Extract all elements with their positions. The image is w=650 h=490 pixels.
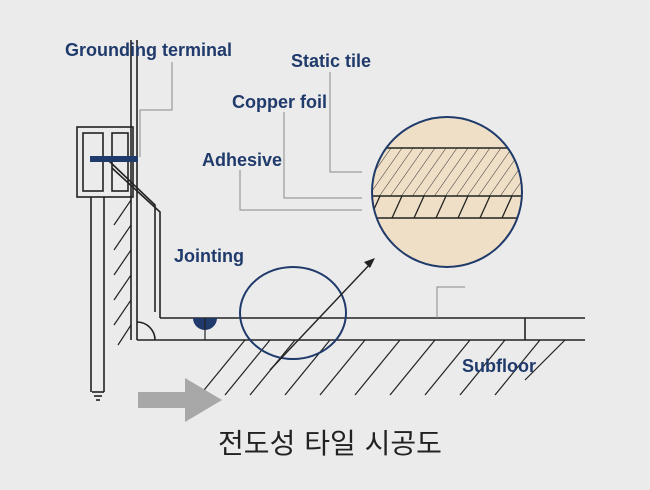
direction-arrow — [138, 378, 222, 422]
label-adhesive: Adhesive — [202, 150, 282, 170]
zoom-region — [239, 266, 347, 360]
grounding-terminal-bar — [90, 156, 138, 162]
label-static-tile: Static tile — [291, 51, 371, 71]
label-jointing: Jointing — [174, 246, 244, 266]
leader-lines — [139, 62, 465, 318]
magnified-detail — [371, 116, 523, 268]
grounding-box — [76, 126, 161, 401]
wall — [113, 40, 138, 346]
zoom-arrow-head — [364, 258, 375, 268]
label-subfloor: Subfloor — [462, 356, 536, 376]
label-grounding-terminal: Grounding terminal — [65, 40, 232, 60]
label-copper-foil: Copper foil — [232, 92, 327, 112]
diagram-caption: 전도성 타일 시공도 — [218, 427, 442, 460]
floor — [136, 317, 585, 396]
